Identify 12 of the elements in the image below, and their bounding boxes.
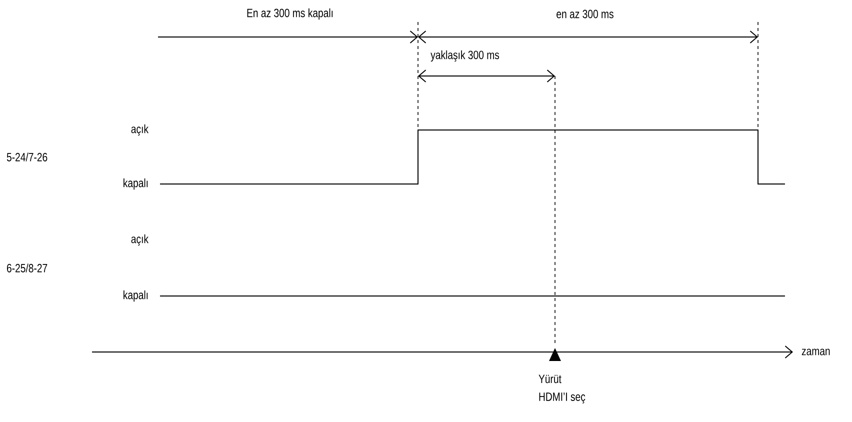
label: yaklaşık 300 ms — [430, 50, 500, 62]
label: 5-24/7-26 — [6, 152, 48, 162]
label: HDMI’I seç — [539, 392, 586, 404]
label: kapalı — [124, 290, 148, 302]
label: kapalı — [124, 178, 148, 190]
label: zaman — [802, 348, 830, 356]
label: Yürüt — [538, 374, 562, 384]
label: açık — [131, 124, 149, 136]
label: En az 300 ms kapalı — [247, 8, 333, 20]
label: en az 300 ms — [556, 10, 614, 18]
label: 6-25/8-27 — [7, 264, 48, 272]
label: açık — [131, 234, 149, 246]
